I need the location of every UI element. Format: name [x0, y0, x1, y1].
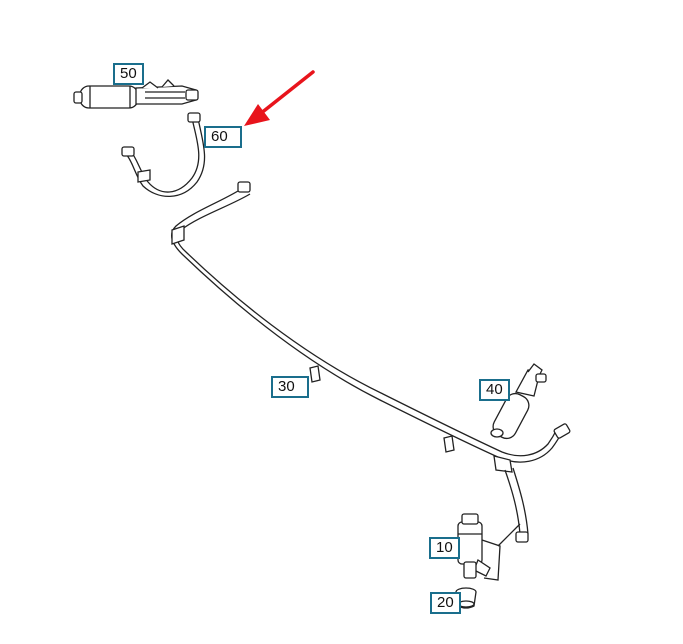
- callout-10[interactable]: 10: [429, 537, 460, 559]
- part-50-drawing: [73, 79, 199, 109]
- callout-30[interactable]: 30: [271, 376, 309, 398]
- callout-20[interactable]: 20: [430, 592, 461, 614]
- part-30-hose: [171, 181, 571, 543]
- callout-50[interactable]: 50: [113, 63, 144, 85]
- red-pointer-arrow-icon: [244, 70, 315, 126]
- callout-40[interactable]: 40: [479, 379, 510, 401]
- part-10-drawing: [457, 513, 521, 581]
- callout-60[interactable]: 60: [204, 126, 242, 148]
- part-60-hose: [121, 112, 206, 197]
- part-40-drawing: [490, 363, 547, 440]
